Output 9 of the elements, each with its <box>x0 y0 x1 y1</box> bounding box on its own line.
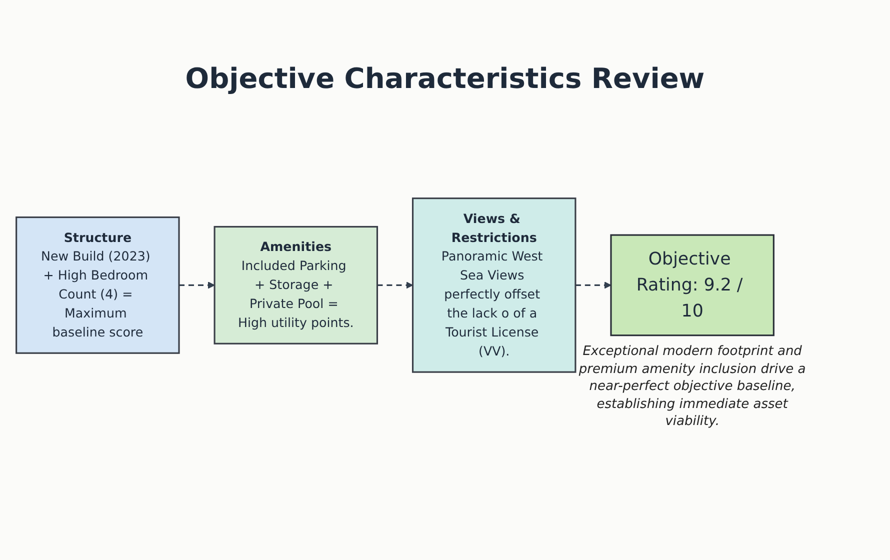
arrow <box>179 282 215 288</box>
node-box: Objective Rating: 9.2 / 10 <box>610 234 774 336</box>
arrow <box>575 282 612 288</box>
arrow <box>377 282 414 288</box>
title: Objective Characteristics Review <box>184 62 706 95</box>
node-box: Structure New Build (2023) + High Bedroom Count (4) = Maximum baseline score <box>16 216 180 354</box>
rating-note: Exceptional modern footprint and premium amenity inclusion drive a near-perfect objective baseline, establishing immediate asset viability. <box>578 343 807 431</box>
node-box: Views & Restrictions Panoramic West Sea Views perfectly offset the lack o of a Tourist License (VV). <box>412 197 576 373</box>
node-box: Amenities Included Parking + Storage + Private Pool = High utility points. <box>214 226 378 344</box>
